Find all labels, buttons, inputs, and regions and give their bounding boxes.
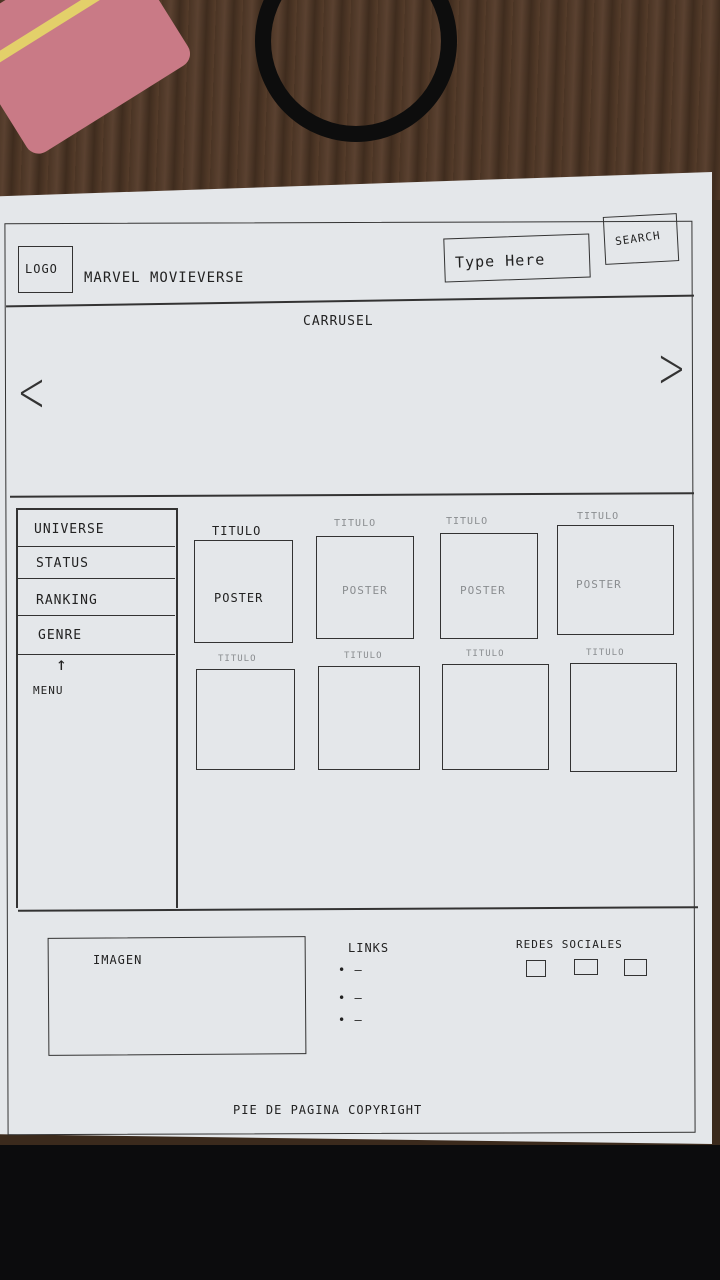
card-title: TITULO — [446, 516, 489, 527]
poster-card[interactable] — [318, 666, 420, 770]
footer-link-1[interactable]: • — — [338, 963, 363, 977]
logo-box[interactable] — [18, 246, 73, 293]
footer-link-2[interactable]: • — — [338, 991, 363, 1005]
menu-note: MENU — [33, 684, 64, 697]
sidebar-item-label: RANKING — [36, 593, 98, 608]
poster-card[interactable] — [442, 664, 549, 770]
carousel-next-arrow[interactable]: > — [657, 336, 686, 401]
carousel-prev-arrow[interactable]: < — [17, 360, 46, 425]
sidebar-item-label: GENRE — [38, 628, 83, 643]
wireframe-paper — [0, 172, 712, 1144]
sidebar-item-status[interactable]: STATUS — [17, 547, 175, 579]
sidebar-item-universe[interactable]: UNIVERSE — [17, 510, 175, 547]
card-title: TITULO — [334, 518, 377, 529]
poster-label: POSTER — [576, 578, 622, 591]
carousel-label: CARRUSEL — [303, 314, 374, 329]
logo-label: LOGO — [25, 262, 58, 276]
sidebar-right-border — [176, 508, 178, 908]
card-title: TITULO — [218, 654, 257, 664]
social-icon-1[interactable] — [526, 960, 546, 977]
footer-image-label: IMAGEN — [93, 953, 143, 967]
poster-label: POSTER — [214, 591, 264, 605]
sidebar-item-ranking[interactable]: RANKING — [17, 579, 175, 616]
poster-label: POSTER — [342, 584, 388, 597]
site-title: MARVEL MOVIEVERSE — [84, 270, 245, 286]
footer-links-label: LINKS — [348, 941, 390, 955]
poster-label: POSTER — [460, 584, 506, 597]
footer-bottom-text: PIE DE PAGINA COPYRIGHT — [233, 1103, 423, 1117]
menu-arrow-icon: ↑ — [56, 654, 68, 675]
sidebar-item-label: STATUS — [36, 556, 89, 571]
poster-card[interactable] — [557, 525, 674, 635]
footer-socials-label: REDES SOCIALES — [516, 938, 623, 951]
poster-card[interactable] — [196, 669, 295, 770]
poster-card[interactable] — [570, 663, 677, 772]
zipper — [0, 0, 109, 64]
card-title: TITULO — [344, 651, 383, 661]
card-title: TITULO — [586, 648, 625, 658]
card-title: TITULO — [577, 511, 620, 522]
poster-card[interactable] — [440, 533, 538, 639]
footer-link-3[interactable]: • — — [338, 1013, 363, 1027]
card-title: TITULO — [466, 649, 505, 659]
sidebar-item-genre[interactable]: GENRE — [17, 616, 175, 655]
sidebar-top-border — [16, 508, 176, 510]
poster-card[interactable] — [194, 540, 293, 643]
sidebar-item-label: UNIVERSE — [34, 522, 105, 537]
social-icon-2[interactable] — [574, 959, 598, 975]
dark-floor — [0, 1145, 720, 1280]
sidebar-left-border — [16, 508, 18, 908]
poster-card[interactable] — [316, 536, 414, 639]
footer-image-box — [47, 936, 307, 1056]
search-placeholder: Type Here — [454, 250, 546, 272]
social-icon-3[interactable] — [624, 959, 647, 976]
card-title: TITULO — [212, 524, 262, 538]
